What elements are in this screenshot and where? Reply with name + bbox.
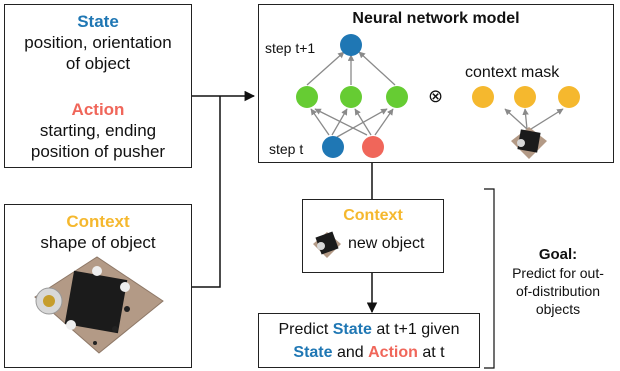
state-action-box: State position, orientation of object Ac… bbox=[4, 4, 192, 168]
predict-line2: State and Action at t bbox=[259, 345, 479, 361]
predict-prefix: Predict bbox=[278, 321, 333, 338]
predict-box: Predict State at t+1 given State and Act… bbox=[258, 313, 480, 368]
given-action-word: Action bbox=[368, 344, 418, 361]
context-title: Context bbox=[66, 212, 130, 231]
state-desc-line2: of object bbox=[65, 54, 131, 73]
predict-suffix: at t+1 given bbox=[371, 321, 460, 338]
state-desc-line1: position, orientation bbox=[24, 33, 172, 52]
context-box: Context shape of object bbox=[4, 204, 192, 368]
mask-node bbox=[472, 86, 494, 108]
hidden-node bbox=[296, 86, 318, 108]
mask-node bbox=[558, 86, 580, 108]
elementwise-product-operator: ⊗ bbox=[428, 86, 444, 106]
predict-line1: Predict State at t+1 given bbox=[259, 322, 479, 338]
mask-node bbox=[514, 86, 536, 108]
goal-title: Goal: bbox=[538, 246, 578, 263]
model-title: Neural network model bbox=[352, 10, 520, 27]
step-now-label: step t bbox=[269, 141, 304, 157]
given-and-word: and bbox=[332, 344, 369, 361]
goal-bracket bbox=[484, 188, 495, 369]
new-context-box: Context new object bbox=[302, 199, 444, 273]
output-node bbox=[340, 34, 362, 56]
mask-object-image bbox=[511, 127, 547, 159]
goal-line1: Predict for out- bbox=[512, 265, 604, 281]
new-context-title: Context bbox=[343, 207, 403, 224]
goal-line3: objects bbox=[535, 301, 581, 317]
step-next-label: step t+1 bbox=[265, 40, 316, 56]
network-graph bbox=[296, 34, 580, 159]
context-to-model-line bbox=[192, 96, 221, 288]
model-box: Neural network model step t+1 step t con… bbox=[258, 4, 614, 163]
given-suffix: at t bbox=[417, 344, 445, 361]
context-mask-label: context mask bbox=[465, 64, 560, 81]
object-shape-image bbox=[34, 256, 164, 354]
predict-state-word: State bbox=[332, 321, 372, 338]
state-input-node bbox=[322, 136, 344, 158]
goal-line2: of-distribution bbox=[515, 283, 601, 299]
hidden-node bbox=[386, 86, 408, 108]
action-desc-line1: starting, ending bbox=[39, 121, 157, 140]
context-desc: shape of object bbox=[40, 233, 156, 252]
new-context-desc: new object bbox=[348, 235, 425, 252]
action-input-node bbox=[362, 136, 384, 158]
action-title: Action bbox=[71, 100, 125, 119]
action-desc-line2: position of pusher bbox=[30, 142, 166, 161]
given-state-word: State bbox=[293, 344, 333, 361]
state-title: State bbox=[77, 12, 119, 31]
hidden-node bbox=[340, 86, 362, 108]
new-object-image bbox=[313, 231, 341, 258]
